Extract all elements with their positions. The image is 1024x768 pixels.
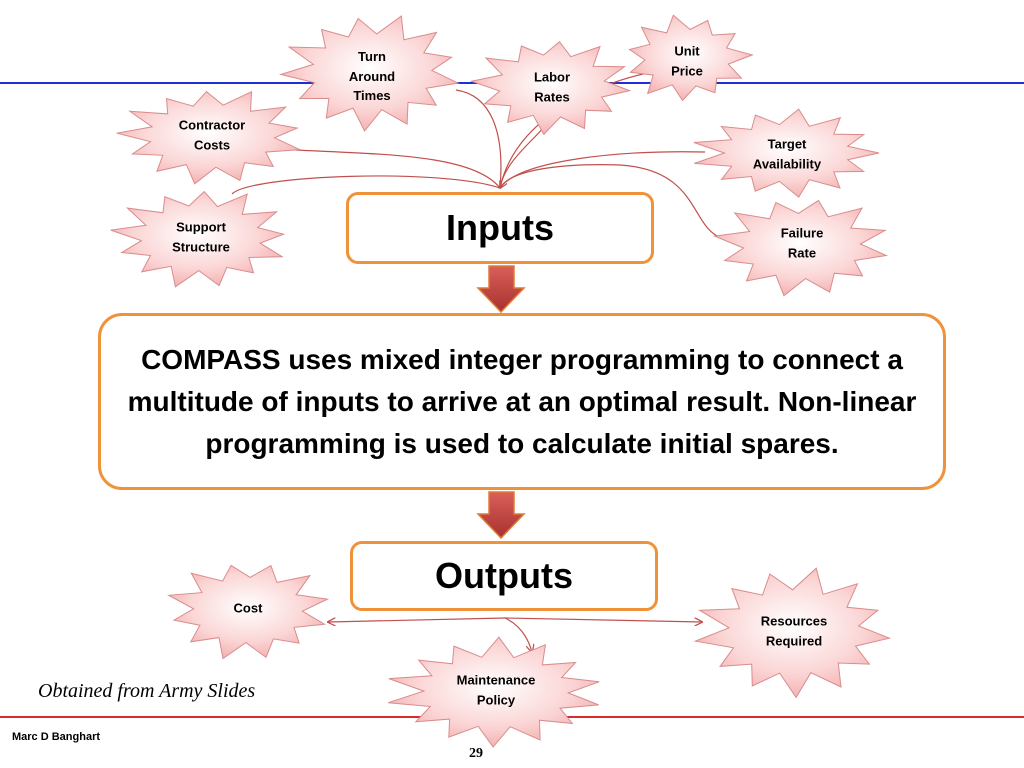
connector-target-availability (499, 151, 706, 189)
inputs-title: Inputs (446, 207, 554, 248)
inputs-box: Inputs (346, 192, 654, 264)
connector-contractor-costs (261, 147, 501, 189)
input-label-labor-rates: Labor Rates (533, 69, 571, 105)
starburst-unit-price (628, 14, 754, 102)
output-label-resources-required: Resources Required (760, 613, 828, 649)
flow-arrow-process-to-outputs (476, 491, 526, 540)
starburst-target-availability (693, 108, 880, 198)
starburst-cost (166, 564, 330, 660)
page-number: 29 (469, 746, 483, 761)
starburst-failure-rate (712, 199, 889, 297)
connector-support-structure (231, 175, 501, 195)
starburst-support-structure (110, 190, 286, 288)
input-label-turn-around-times: Turn Around Times (348, 48, 396, 103)
connector-resources-required (504, 617, 702, 622)
starburst-contractor-costs (116, 90, 302, 185)
author-name: Marc D Banghart (12, 731, 101, 743)
flow-arrow-inputs-to-process (476, 265, 526, 314)
process-box: COMPASS uses mixed integer programming t… (98, 313, 946, 490)
outputs-title: Outputs (435, 555, 573, 596)
output-label-cost: Cost (233, 600, 263, 616)
input-label-contractor-costs: Contractor Costs (178, 117, 246, 153)
input-label-target-availability: Target Availability (752, 136, 822, 172)
process-description: COMPASS uses mixed integer programming t… (127, 343, 917, 459)
connector-turn-around-times (455, 89, 502, 189)
connector-maintenance-policy (504, 617, 532, 652)
starburst-maintenance-policy (388, 636, 600, 748)
starburst-turn-around-times (278, 15, 460, 132)
output-label-maintenance-policy: Maintenance Policy (456, 672, 536, 708)
connector-failure-rate (500, 164, 723, 239)
outputs-box: Outputs (350, 541, 658, 611)
output-connectors (328, 617, 702, 652)
starburst-group (110, 14, 892, 748)
connector-cost (328, 617, 506, 622)
source-credit: Obtained from Army Slides (38, 680, 256, 702)
starburst-resources-required (693, 567, 892, 699)
input-label-failure-rate: Failure Rate (780, 225, 824, 261)
input-label-unit-price: Unit Price (671, 43, 703, 79)
input-label-support-structure: Support Structure (172, 219, 230, 255)
starburst-labor-rates (469, 40, 632, 136)
